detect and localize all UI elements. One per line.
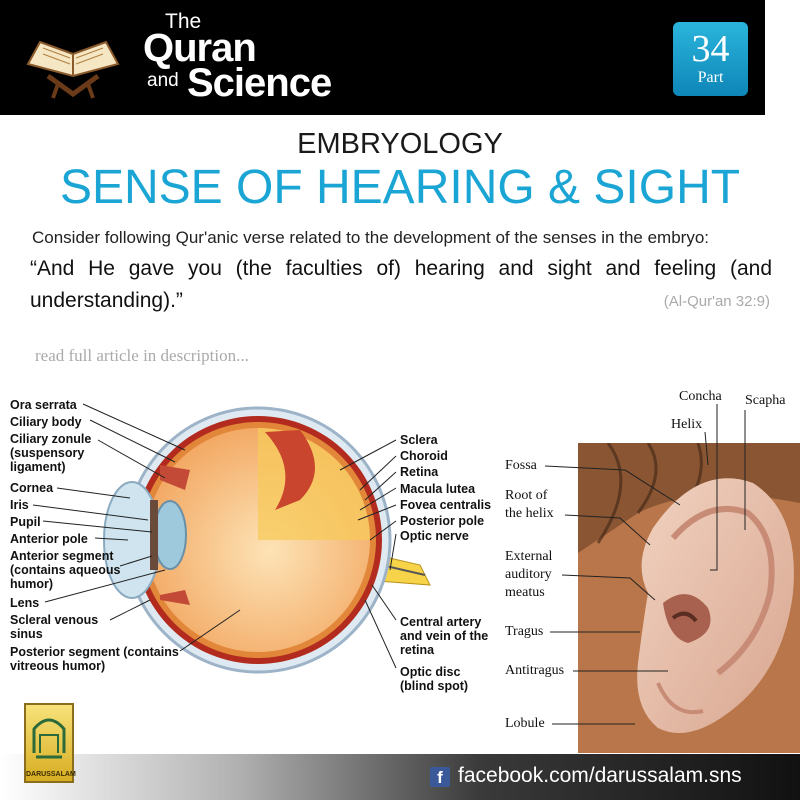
ear-label-root-of-helix: Root of the helix [505,488,554,521]
eye-leader-lines [32,403,397,669]
eye-label-pupil: Pupil [10,515,41,529]
ear-label-external-auditory-meatus: External auditory meatus [505,549,553,600]
eye-anatomy-illustration [32,403,431,674]
ear-label-fossa: Fossa [505,458,537,473]
eye-label-optic-nerve: Optic nerve [400,529,469,543]
facebook-icon[interactable]: f [430,767,450,787]
eye-label-optic-disc: Optic disc (blind spot) [400,665,469,693]
ear-label-concha: Concha [679,389,722,404]
ear-label-antitragus: Antitragus [505,663,565,678]
logo-text: DARUSSALAM [26,771,76,778]
eye-label-macula-lutea: Macula lutea [400,482,476,496]
eye-label-sclera: Sclera [400,433,438,447]
part-badge: 34 Part [673,22,748,96]
facebook-link[interactable]: facebook.com/darussalam.sns [458,764,742,787]
eye-label-posterior-pole: Posterior pole [400,514,485,528]
eye-label-anterior-segment: Anterior segment (contains aqueous humor… [10,549,121,591]
intro-text: Consider following Qur'anic verse relate… [32,228,710,247]
eye-label-posterior-segment: Posterior segment (contains vitreous hum… [10,645,179,673]
eye-label-ciliary-zonule: Ciliary zonule (suspensory ligament) [10,432,92,474]
footer-bar: f facebook.com/darussalam.sns [0,754,800,800]
ear-label-helix: Helix [671,417,703,432]
ear-label-tragus: Tragus [505,624,544,639]
quote-line-2: understanding).” [30,289,183,312]
ear-label-scapha: Scapha [745,393,786,408]
part-number: 34 [691,28,730,70]
eye-label-ciliary-body: Ciliary body [10,415,82,429]
eye-label-retina: Retina [400,465,439,479]
brand-quran: Quran [143,26,257,70]
ear-label-lobule: Lobule [505,716,545,731]
eye-label-iris: Iris [10,498,29,512]
eye-label-fovea-centralis: Fovea centralis [400,498,492,512]
eye-label-anterior-pole: Anterior pole [10,532,88,546]
header-bar: The Quran and Science [0,0,765,115]
quote-citation: (Al-Qur'an 32:9) [663,293,770,310]
eye-label-choroid: Choroid [400,449,448,463]
brand-and: and [147,70,179,91]
darussalam-logo: DARUSSALAM [24,703,76,783]
eye-label-cornea: Cornea [10,481,54,495]
brand-the: The [165,10,202,33]
brand-science: Science [187,61,332,105]
eye-label-scleral-venous-sinus: Scleral venous sinus [10,613,99,641]
eye-label-central-artery: Central artery and vein of the retina [400,615,489,657]
eye-label-lens: Lens [10,596,40,610]
quran-book-icon [26,40,120,99]
quote-line-1: “And He gave you (the faculties of) hear… [30,257,772,280]
page-title: SENSE OF HEARING & SIGHT [59,161,741,214]
darussalam-emblem-icon [32,718,66,759]
read-more-note: read full article in description... [35,346,249,365]
ear-photo-illustration [578,443,800,753]
section-eyebrow: EMBRYOLOGY [297,128,503,160]
eye-label-ora-serrata: Ora serrata [10,398,77,412]
part-label: Part [697,69,724,86]
